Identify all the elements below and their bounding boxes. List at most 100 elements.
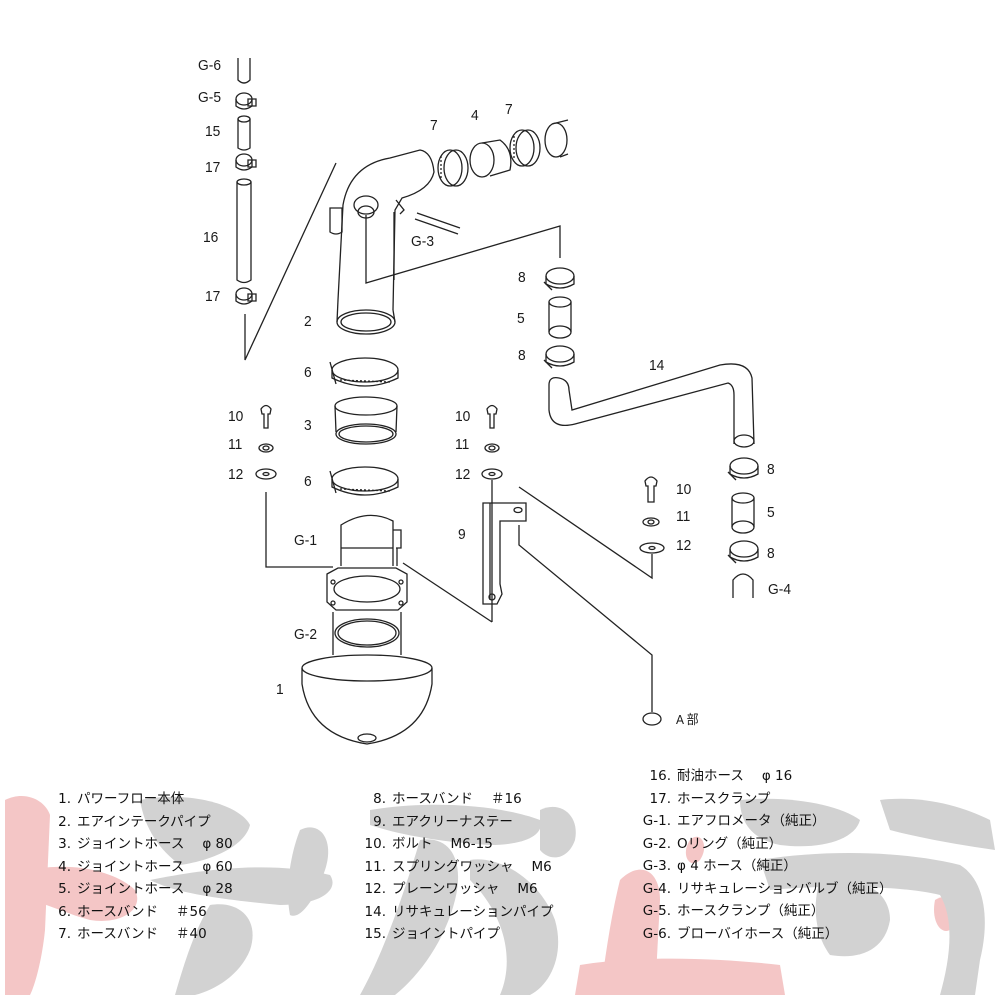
part-name: パワーフロー本体 xyxy=(77,791,185,807)
part-name: ホースクランプ xyxy=(677,790,771,807)
part-spec: M6 xyxy=(531,858,552,875)
parts-list-item: 14. リサキュレーションパイプ xyxy=(360,901,554,924)
parts-list-item: 3. ジョイントホース φ 80 xyxy=(55,833,233,856)
parts-list-item: 11. スプリングワッシャ M6 xyxy=(360,856,553,879)
hose-band-7-left xyxy=(438,150,468,186)
callout-6-lower: 6 xyxy=(304,473,312,490)
callout-7-right: 7 xyxy=(505,101,513,118)
part-spec: φ 80 xyxy=(202,836,233,852)
part-name: 耐油ホース xyxy=(677,768,744,784)
leader-line xyxy=(266,492,333,567)
part-name: リサキュレーションパイプ xyxy=(392,903,554,920)
callout-15: 15 xyxy=(205,123,221,140)
joint-hose-5-b xyxy=(732,493,754,533)
part-name: Oリング（純正） xyxy=(677,835,783,852)
joint-hose-4 xyxy=(470,140,511,177)
small-hose-g3 xyxy=(415,213,460,234)
callout-8-a: 8 xyxy=(518,269,526,286)
part-name: ボルト xyxy=(392,836,433,852)
callout-1: 1 xyxy=(276,681,284,698)
part-spec: M6 xyxy=(517,881,538,897)
part-number: G-5. xyxy=(642,903,671,919)
joint-hose-5-a xyxy=(549,297,571,338)
callout-10-middle: 10 xyxy=(455,408,471,425)
part-name: ホースバンド xyxy=(77,903,158,920)
callout-5-a: 5 xyxy=(517,310,525,327)
watermark-gray-strokes xyxy=(140,796,995,995)
joint-hose-3 xyxy=(335,397,397,444)
part-spec: ＃56 xyxy=(176,903,207,920)
hose-clamp-g5 xyxy=(236,93,256,109)
part-name: スプリングワッシャ xyxy=(392,858,514,875)
part-number: G-4. xyxy=(642,880,671,897)
parts-list-item: G-3. φ 4 ホース（純正） xyxy=(633,855,892,878)
part-number: 15. xyxy=(364,926,386,942)
bolt-washer-set-right xyxy=(519,477,664,578)
part-number: 9. xyxy=(373,813,386,830)
part-number: 11. xyxy=(364,858,386,875)
part-number: 6. xyxy=(58,903,71,920)
callout-8-b: 8 xyxy=(518,347,526,364)
callout-14: 14 xyxy=(649,357,665,374)
ring-turbo-side xyxy=(545,120,568,157)
callout-10-right: 10 xyxy=(676,481,692,498)
callout-11-right: 11 xyxy=(676,508,691,525)
callout-6-upper: 6 xyxy=(304,364,312,381)
part-name: リサキュレーションバルブ（純正） xyxy=(677,880,893,897)
leader-line xyxy=(403,563,492,622)
callout-17-upper: 17 xyxy=(205,159,221,176)
callout-16: 16 xyxy=(203,229,219,246)
part-name: ジョイントホース xyxy=(77,858,185,875)
part-name: ホースクランプ（純正） xyxy=(677,903,825,919)
part-spec: φ 60 xyxy=(202,858,233,875)
part-number: G-6. xyxy=(642,925,671,942)
part-name: ホースバンド xyxy=(392,791,473,807)
part-name: エアフロメータ（純正） xyxy=(677,813,826,829)
part-name: ジョイントホース xyxy=(77,881,185,897)
leader-line xyxy=(519,525,652,712)
parts-list-item: G-5. ホースクランプ（純正） xyxy=(633,900,892,923)
hose-clamp-17-upper xyxy=(236,154,256,170)
callout-g4: G-4 xyxy=(768,581,792,598)
callout-12-right: 12 xyxy=(676,537,692,554)
callout-2: 2 xyxy=(304,313,312,330)
hose-band-8-d xyxy=(728,541,758,563)
recirculation-pipe-14 xyxy=(549,364,754,444)
part-number: G-3. xyxy=(642,858,671,874)
hose-clamp-17-lower xyxy=(236,288,256,304)
callout-section-a: A 部 xyxy=(676,712,699,727)
part-name: ブローバイホース（純正） xyxy=(677,925,839,942)
callout-11-middle: 11 xyxy=(455,436,470,453)
part-number: 10. xyxy=(364,836,386,852)
callout-g6: G-6 xyxy=(198,57,222,74)
part-number: 1. xyxy=(58,791,71,807)
part-number: 3. xyxy=(58,836,71,852)
part-number: 8. xyxy=(373,791,386,807)
part-number: 12. xyxy=(364,881,386,897)
callout-9: 9 xyxy=(458,526,466,543)
parts-diagram xyxy=(0,0,1000,760)
part-name: ホースバンド xyxy=(77,926,158,942)
part-name: ジョイントホース xyxy=(77,836,185,852)
part-name: エアクリーナステー xyxy=(392,813,513,830)
parts-list-item: G-1.エアフロメータ（純正） xyxy=(633,810,892,833)
air-intake-pipe-2 xyxy=(330,150,560,334)
part-number: 14. xyxy=(364,903,386,920)
part-number: 2. xyxy=(58,813,71,830)
callout-8-c: 8 xyxy=(767,461,775,478)
leader-line xyxy=(366,215,560,283)
g3-nipple xyxy=(396,200,404,214)
part-number: 16. xyxy=(649,768,671,784)
part-number: 7. xyxy=(58,926,71,942)
o-ring-g2 xyxy=(333,612,401,655)
part-name: φ 4 ホース（純正） xyxy=(677,858,797,874)
section-a-marker xyxy=(643,713,661,725)
watermark-red-strokes xyxy=(5,795,959,995)
joint-pipe-15 xyxy=(238,116,250,150)
